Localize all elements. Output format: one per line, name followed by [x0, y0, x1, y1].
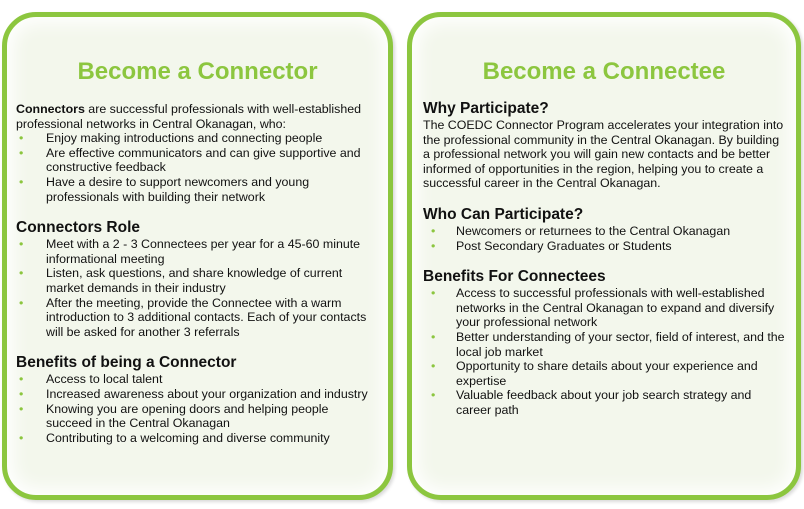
- connectee-title: Become a Connectee: [482, 58, 726, 85]
- list-item: Enjoy making introductions and connectin…: [16, 131, 371, 146]
- connector-benefits-list: Access to local talent Increased awarene…: [16, 372, 371, 445]
- list-item: Access to local talent: [16, 372, 371, 387]
- connector-card: Become a Connector Connectors are succes…: [2, 12, 393, 500]
- list-item: After the meeting, provide the Connectee…: [16, 296, 371, 340]
- connector-who-list: Enjoy making introductions and connectin…: [16, 131, 371, 204]
- connector-intro: Connectors are successful professionals …: [16, 102, 371, 131]
- list-item: Post Secondary Graduates or Students: [423, 239, 789, 254]
- connector-intro-text: are successful professionals with well-e…: [16, 102, 362, 131]
- connectee-why-text: The COEDC Connector Program accelerates …: [423, 118, 784, 191]
- connector-role-list: Meet with a 2 - 3 Connectees per year fo…: [16, 237, 371, 339]
- connector-title: Become a Connector: [77, 58, 318, 85]
- connector-role-heading: Connectors Role: [16, 219, 141, 237]
- list-item: Newcomers or returnees to the Central Ok…: [423, 224, 789, 239]
- list-item: Opportunity to share details about your …: [423, 359, 789, 388]
- list-item: Valuable feedback about your job search …: [423, 388, 789, 417]
- connectee-benefits-list: Access to successful professionals with …: [423, 286, 789, 417]
- connectee-why-heading: Why Participate?: [423, 100, 549, 117]
- connector-benefits-heading: Benefits of being a Connector: [16, 354, 237, 372]
- list-item: Are effective communicators and can give…: [16, 146, 371, 175]
- connectee-card: Become a Connectee Why Participate? The …: [407, 12, 801, 500]
- list-item: Meet with a 2 - 3 Connectees per year fo…: [16, 237, 371, 266]
- connectee-content: Why Participate? The COEDC Connector Pro…: [423, 100, 789, 418]
- connectee-who-list: Newcomers or returnees to the Central Ok…: [423, 224, 789, 253]
- list-item: Have a desire to support newcomers and y…: [16, 175, 371, 204]
- connector-intro-bold: Connectors: [16, 102, 85, 116]
- list-item: Access to successful professionals with …: [423, 286, 789, 330]
- list-item: Listen, ask questions, and share knowled…: [16, 266, 371, 295]
- list-item: Increased awareness about your organizat…: [16, 387, 371, 402]
- list-item: Contributing to a welcoming and diverse …: [16, 431, 371, 446]
- connectee-who-heading: Who Can Participate?: [423, 205, 584, 223]
- list-item: Better understanding of your sector, fie…: [423, 330, 789, 359]
- connector-content: Connectors are successful professionals …: [16, 102, 371, 445]
- list-item: Knowing you are opening doors and helpin…: [16, 402, 371, 431]
- connectee-benefits-heading: Benefits For Connectees: [423, 268, 606, 286]
